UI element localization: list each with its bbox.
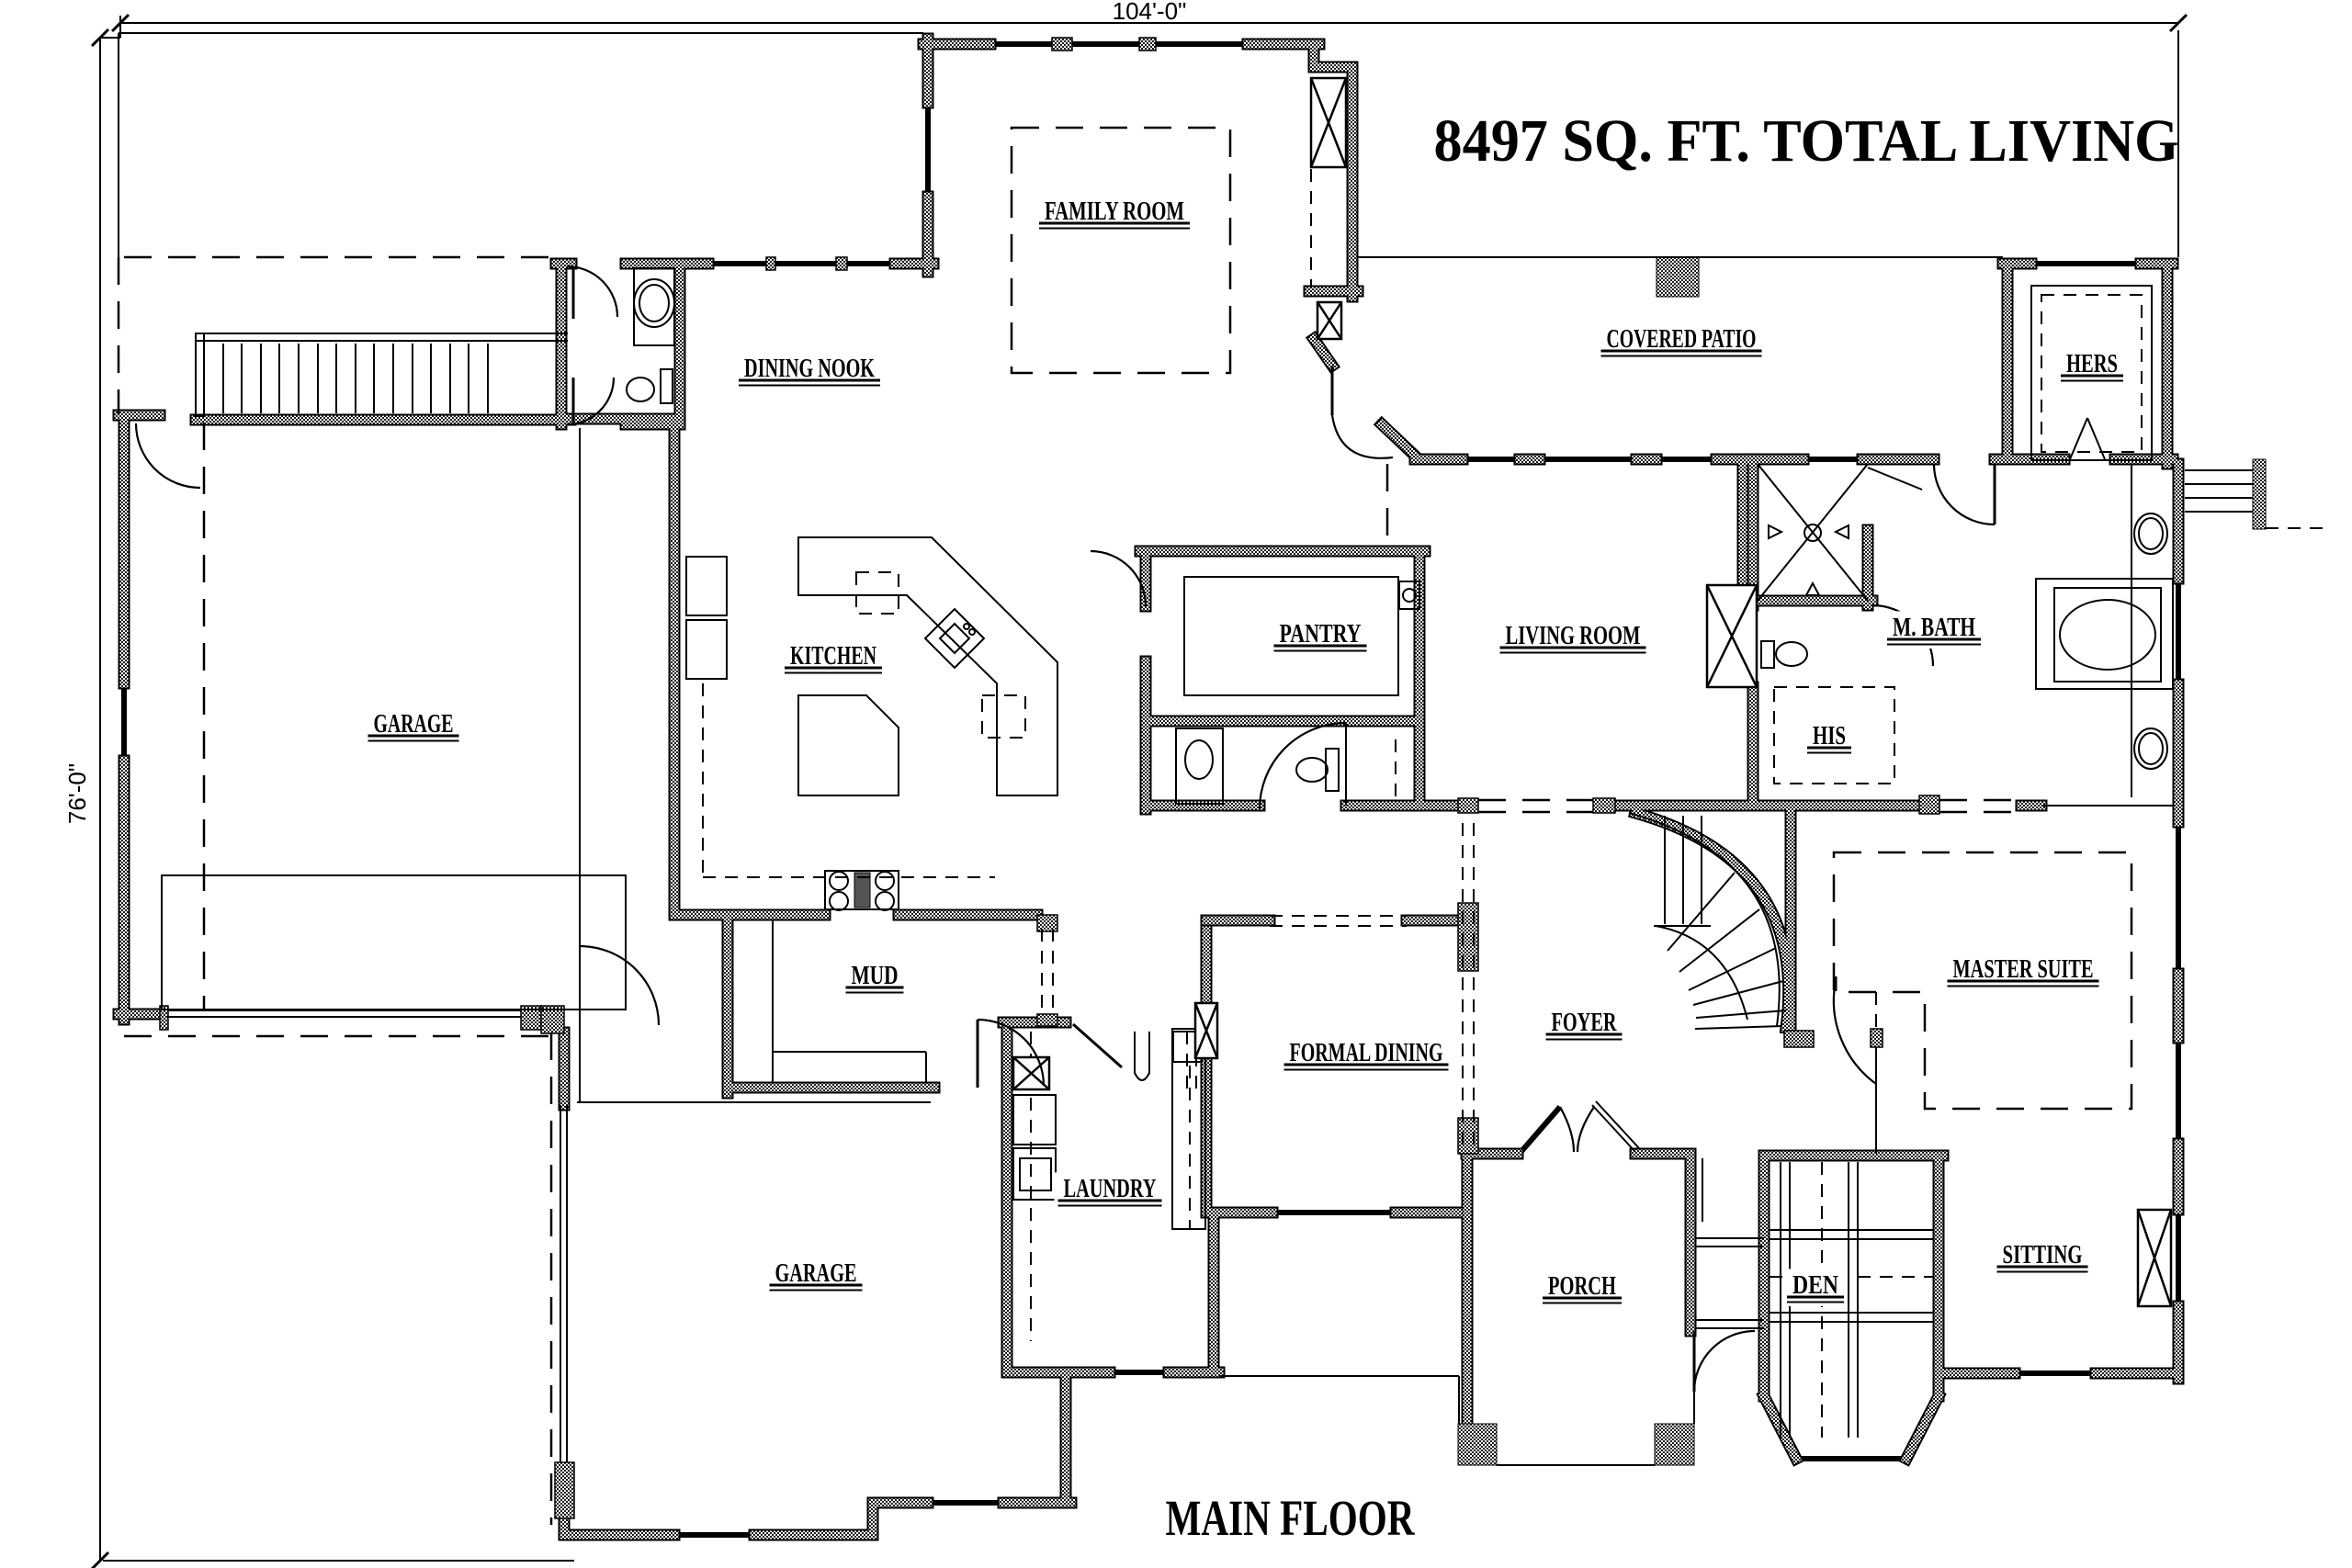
- svg-text:MAIN FLOOR: MAIN FLOOR: [1166, 1490, 1416, 1546]
- svg-text:76'-0": 76'-0": [63, 763, 91, 824]
- svg-text:HIS: HIS: [1813, 721, 1846, 750]
- svg-text:GARAGE: GARAGE: [374, 709, 454, 739]
- svg-text:LIVING ROOM: LIVING ROOM: [1506, 621, 1641, 650]
- svg-text:SITTING: SITTING: [2003, 1240, 2083, 1269]
- svg-text:104'-0": 104'-0": [1113, 0, 1187, 25]
- svg-text:HERS: HERS: [2066, 349, 2118, 378]
- svg-text:GARAGE: GARAGE: [775, 1258, 857, 1288]
- svg-text:8497 SQ. FT. TOTAL LIVING: 8497 SQ. FT. TOTAL LIVING: [1434, 107, 2179, 175]
- svg-text:MASTER SUITE: MASTER SUITE: [1953, 954, 2094, 984]
- svg-text:DEN: DEN: [1792, 1270, 1838, 1300]
- svg-text:FOYER: FOYER: [1552, 1008, 1618, 1037]
- svg-text:DINING NOOK: DINING NOOK: [744, 354, 875, 383]
- svg-text:COVERED PATIO: COVERED PATIO: [1607, 324, 1757, 354]
- svg-text:MUD: MUD: [852, 961, 899, 990]
- svg-text:FAMILY ROOM: FAMILY ROOM: [1045, 197, 1184, 226]
- svg-text:PANTRY: PANTRY: [1280, 619, 1362, 649]
- svg-text:M. BATH: M. BATH: [1893, 613, 1975, 642]
- svg-text:KITCHEN: KITCHEN: [790, 641, 876, 671]
- svg-text:FORMAL DINING: FORMAL DINING: [1290, 1038, 1443, 1067]
- svg-text:PORCH: PORCH: [1548, 1271, 1616, 1301]
- svg-text:LAUNDRY: LAUNDRY: [1064, 1174, 1157, 1203]
